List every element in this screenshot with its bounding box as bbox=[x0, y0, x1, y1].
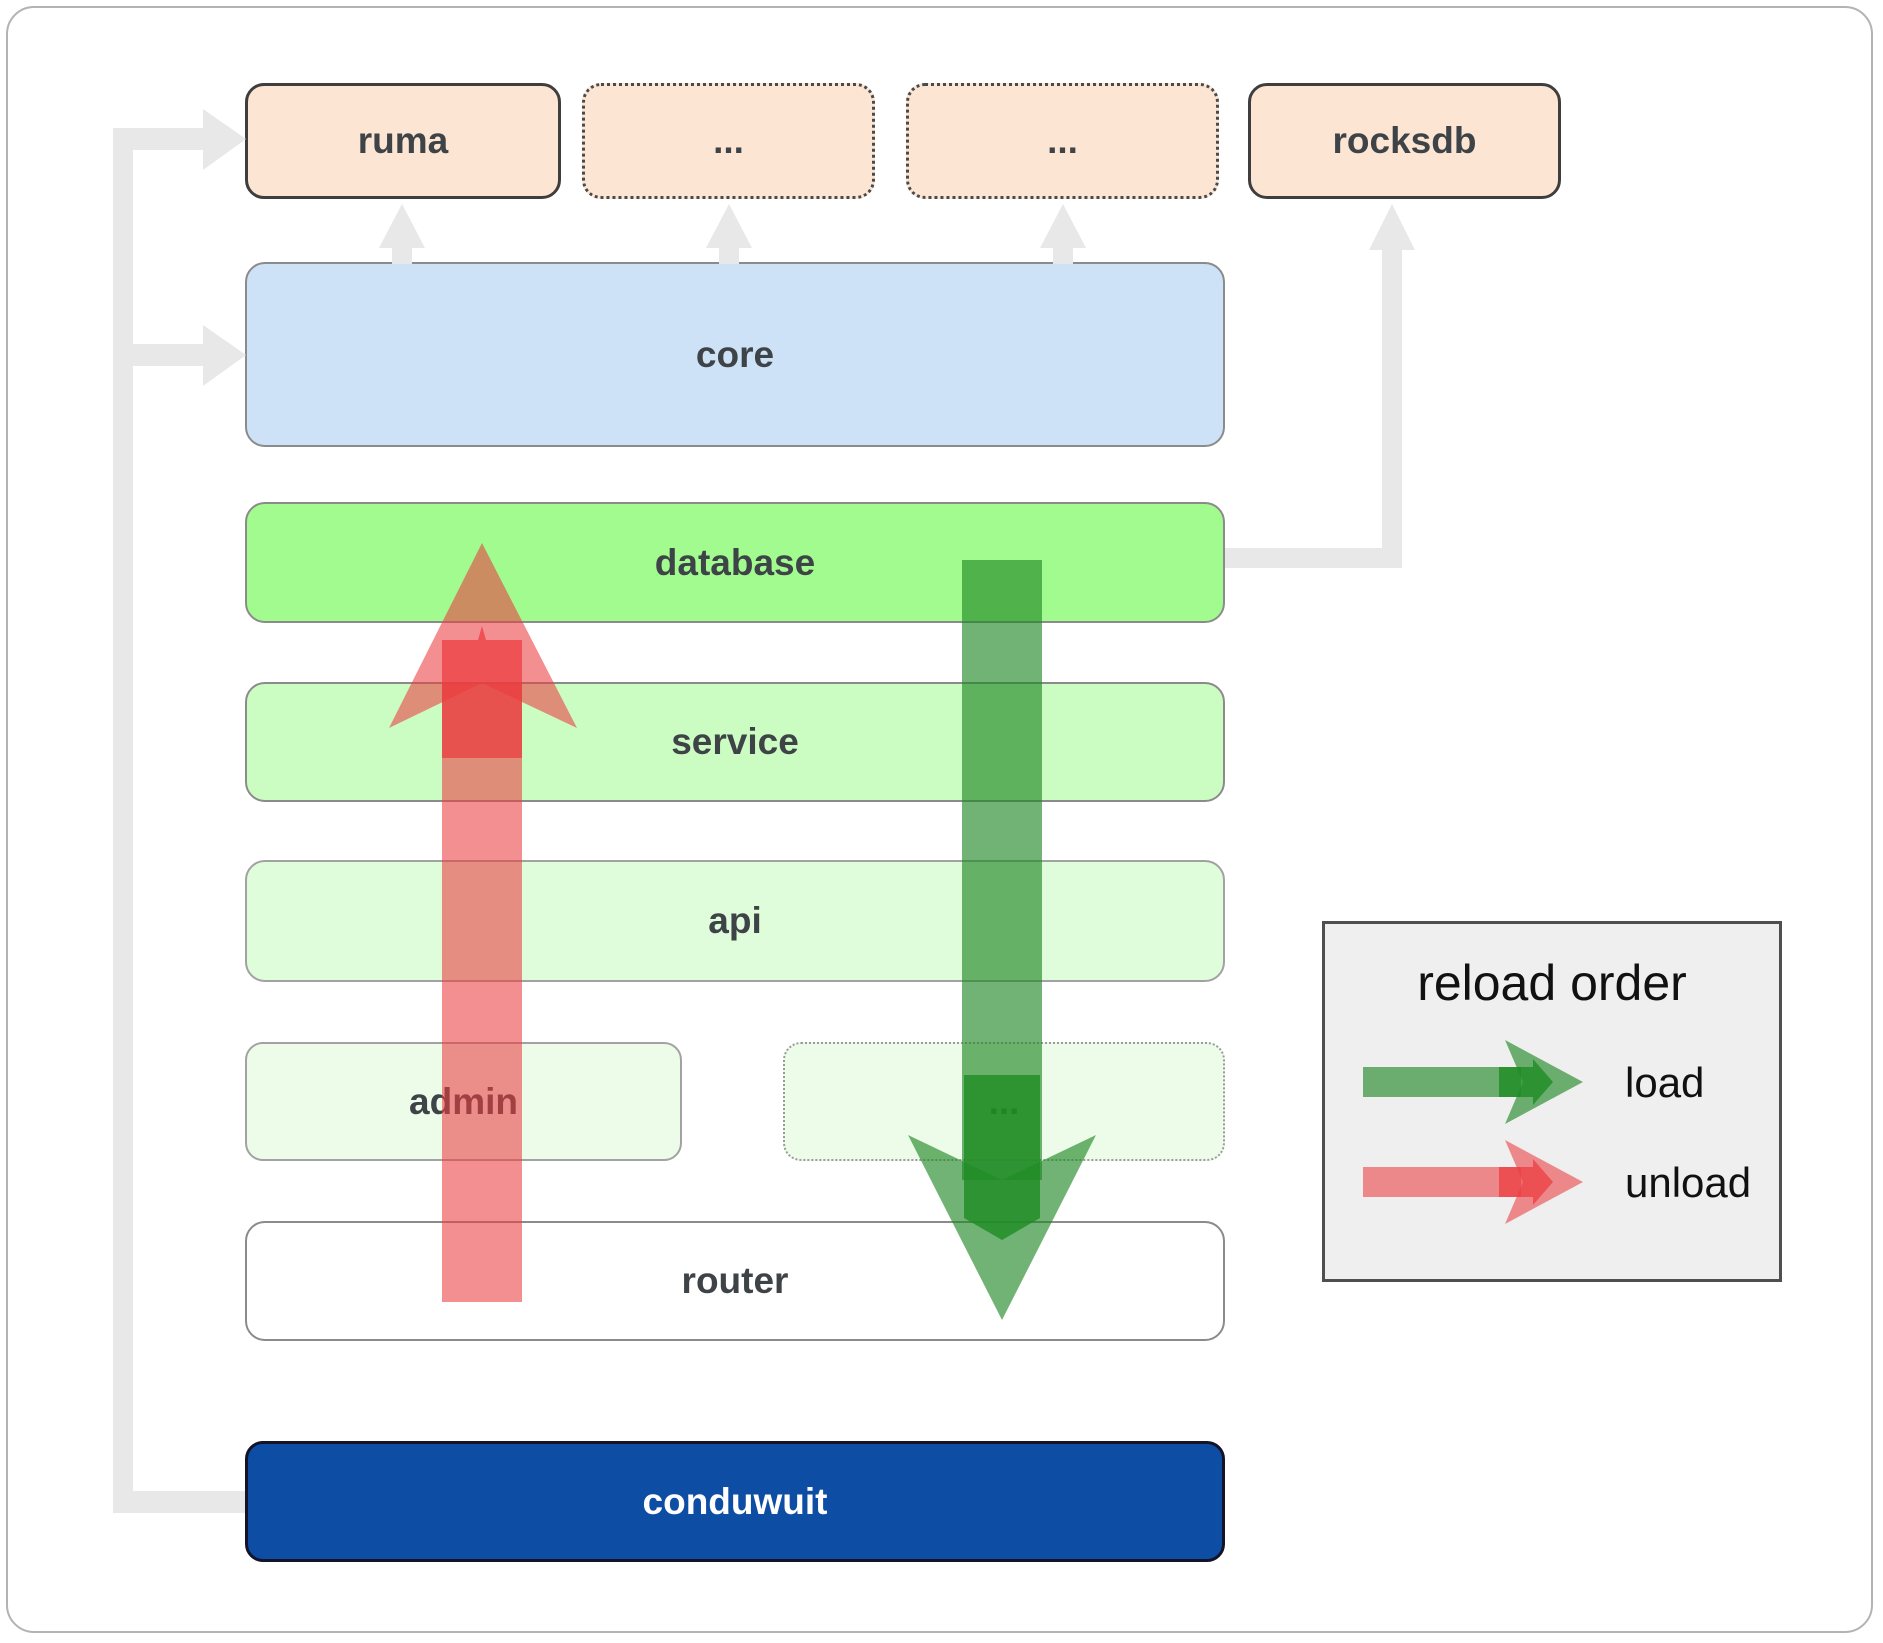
node-router-label: router bbox=[681, 1260, 789, 1301]
node-service-label: service bbox=[671, 721, 799, 762]
node-crate-ellipsis-1-label: ... bbox=[713, 120, 744, 161]
node-database: database bbox=[245, 502, 1225, 623]
node-conduwuit: conduwuit bbox=[245, 1441, 1225, 1562]
node-crate-ellipsis-2: ... bbox=[906, 83, 1219, 199]
legend-load-label: load bbox=[1625, 1059, 1705, 1106]
node-conduwuit-label: conduwuit bbox=[642, 1480, 828, 1522]
legend-title: reload order bbox=[1417, 955, 1687, 1011]
legend-arrows bbox=[1363, 1040, 1583, 1224]
legend-unload-shaft bbox=[1363, 1167, 1521, 1197]
node-ruma: ruma bbox=[245, 83, 561, 199]
legend-unload-marker bbox=[1499, 1159, 1553, 1205]
node-router: router bbox=[245, 1221, 1225, 1341]
legend-unload-label: unload bbox=[1625, 1159, 1752, 1206]
node-admin-label: admin bbox=[409, 1080, 518, 1122]
node-rocksdb: rocksdb bbox=[1248, 83, 1561, 199]
node-core: core bbox=[245, 262, 1225, 447]
node-ruma-label: ruma bbox=[357, 120, 449, 161]
node-service: service bbox=[245, 682, 1225, 802]
node-rocksdb-label: rocksdb bbox=[1332, 120, 1477, 161]
node-admin: admin bbox=[245, 1042, 682, 1161]
node-admin-ellipsis-label: ... bbox=[988, 1080, 1020, 1122]
node-api-label: api bbox=[708, 900, 762, 941]
node-core-label: core bbox=[695, 333, 775, 375]
node-api: api bbox=[245, 860, 1225, 982]
node-admin-ellipsis: ... bbox=[783, 1042, 1225, 1161]
legend-unload-arrow-icon bbox=[1363, 1140, 1583, 1224]
node-crate-ellipsis-1: ... bbox=[582, 83, 875, 199]
legend-load-shaft bbox=[1363, 1067, 1521, 1097]
node-crate-ellipsis-2-label: ... bbox=[1047, 120, 1078, 161]
node-database-label: database bbox=[654, 541, 816, 583]
legend-load-arrow-icon bbox=[1363, 1040, 1583, 1124]
diagram-frame bbox=[6, 6, 1873, 1633]
legend: reload order load unload bbox=[1322, 921, 1782, 1282]
legend-load-marker bbox=[1499, 1059, 1553, 1105]
